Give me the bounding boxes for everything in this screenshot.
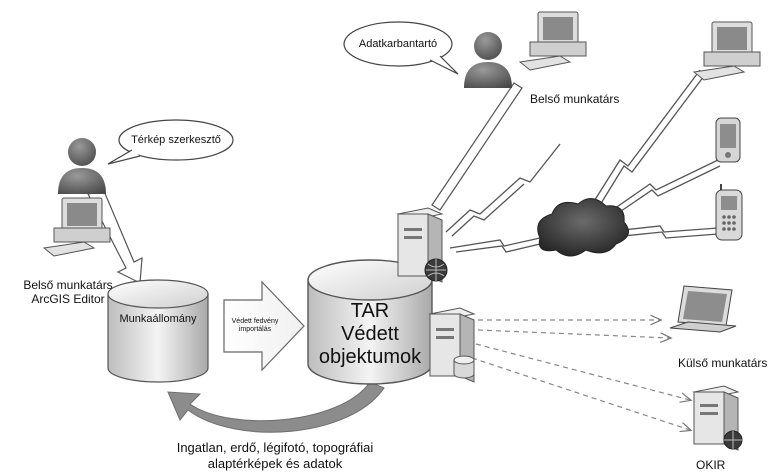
editor-speech-bubble <box>107 119 234 165</box>
tar-db-label: TAR Védett objektumok <box>308 300 432 369</box>
desktop-computer-icon <box>692 21 761 81</box>
import-label: Védett fedvény importálás <box>224 318 286 334</box>
import-line1: Védett fedvény <box>231 318 279 325</box>
dashed-links <box>471 320 690 430</box>
laptop-icon <box>669 285 737 333</box>
tar-line3: objektumok <box>318 346 422 368</box>
mobile-phone-icon <box>715 184 743 241</box>
cloud-icon <box>537 198 629 257</box>
maintainer-bubble-text: Adatkarbantartó <box>358 38 438 50</box>
tar-line1: TAR <box>350 300 390 322</box>
maintainer-speech-bubble <box>343 21 459 75</box>
person-icon <box>464 32 512 88</box>
bottom-caption: Ingatlan, erdő, légifotó, topográfiai al… <box>140 440 410 472</box>
server-icon <box>692 385 740 451</box>
import-line2: importálás <box>238 326 272 333</box>
editor-bubble-text: Térkép szerkesztő <box>131 134 221 146</box>
workstation-database <box>107 279 209 383</box>
database-icon <box>453 355 475 379</box>
person-icon <box>58 138 106 194</box>
import-arrow <box>223 280 305 372</box>
external-user-label: Külső munkatárs <box>678 356 768 370</box>
tar-line2: Védett <box>341 323 399 345</box>
workstation-db-label: Munkaállomány <box>119 313 197 325</box>
editor-user-label: Belső munkatárs ArcGIS Editor <box>8 278 128 306</box>
maintainer-link-line <box>431 82 523 211</box>
return-curved-arrow <box>167 381 385 433</box>
pda-icon <box>715 117 741 163</box>
bottom-line2: alaptérképek és adatok <box>207 456 343 471</box>
globe-icon <box>723 430 743 450</box>
globe-icon <box>424 258 448 282</box>
editor-user-line2: ArcGIS Editor <box>31 292 105 306</box>
bottom-line1: Ingatlan, erdő, légifotó, topográfiai <box>176 440 374 455</box>
wireless-links <box>445 69 721 253</box>
internal-user-label: Belső munkatárs <box>530 92 620 106</box>
desktop-computer-icon <box>518 11 587 71</box>
desktop-computer-icon <box>42 197 111 257</box>
okir-label: OKIR <box>696 458 726 472</box>
tar-database <box>307 259 433 385</box>
server-icon <box>396 207 444 283</box>
editor-user-line1: Belső munkatárs <box>23 278 113 292</box>
